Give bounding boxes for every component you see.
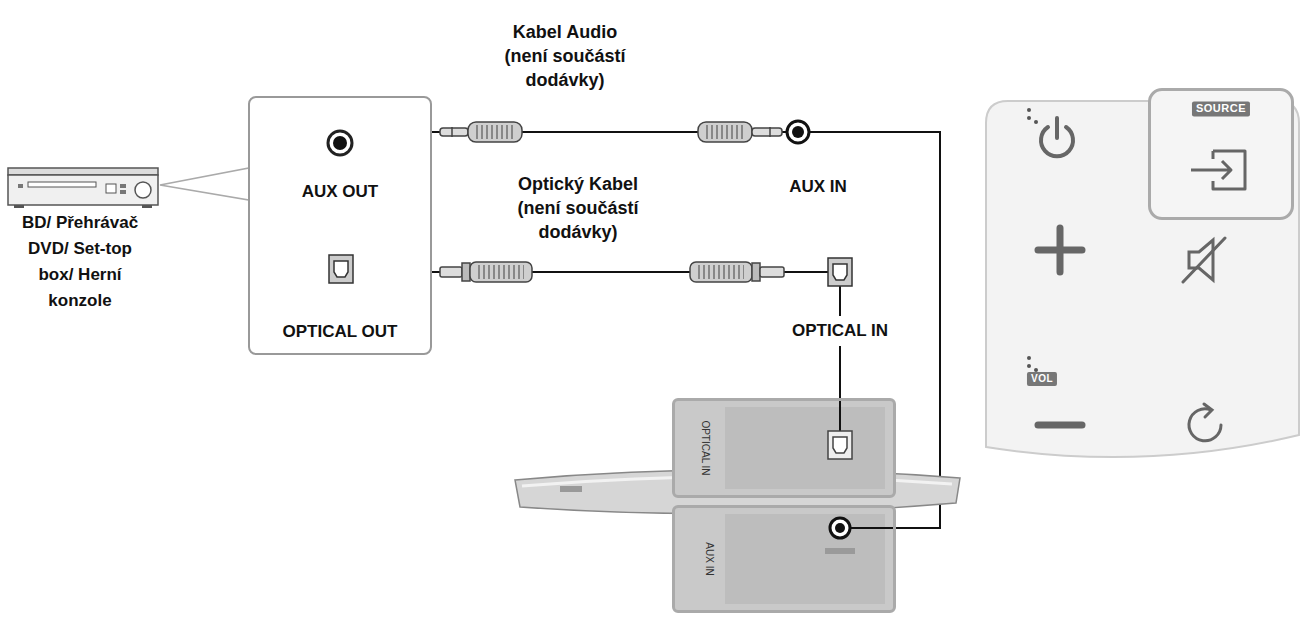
source-device [8, 175, 158, 205]
optical-cable-plug [440, 267, 462, 277]
indicator-dots [1027, 116, 1031, 120]
port-label: AUX IN [789, 174, 847, 200]
aux-out-jack [333, 136, 347, 150]
optical-in-callout: OPTICAL IN [672, 398, 896, 498]
aux-out-jack [328, 131, 352, 155]
source-device [120, 190, 126, 194]
indicator-dots [1027, 364, 1031, 368]
repeat-icon [1189, 409, 1221, 441]
device-label: BD/ Přehrávač DVD/ Set-top box/ Herní ko… [13, 210, 148, 314]
button-tag: VOL [1027, 372, 1057, 386]
port-label: OPTICAL IN [788, 316, 892, 346]
housing-panel [725, 407, 885, 489]
aux-socket [835, 523, 845, 533]
optical-cable-plug [690, 262, 784, 282]
optical-cable-plug [690, 262, 752, 282]
optical-in-port [828, 258, 852, 286]
source-icon [1191, 151, 1245, 189]
source-device [120, 184, 126, 188]
node-shape [250, 98, 428, 351]
optical-cable-plug [752, 263, 760, 281]
audio-cable-plug [440, 128, 468, 136]
repeat-icon [1204, 404, 1212, 417]
aux-out-jack [328, 131, 352, 155]
source-device [8, 168, 158, 175]
indicator-dots [1034, 120, 1038, 124]
source-device [14, 205, 24, 208]
source-icon [1212, 151, 1215, 159]
cable-connector [432, 272, 840, 398]
optical-out-port [334, 261, 348, 277]
optical-cable-plug [478, 265, 524, 279]
optical-cable-plug [440, 262, 532, 282]
control-panel: VOL SOURCE [985, 100, 1300, 462]
callout-wedge [160, 168, 249, 200]
cable-connector [432, 132, 940, 528]
cable-wire [850, 527, 893, 529]
source-device [28, 182, 96, 187]
port-marking: OPTICAL IN [699, 420, 711, 475]
optical-out-port [329, 255, 353, 283]
source-button-highlight: SOURCE [1148, 88, 1294, 220]
cable-label: Kabel Audio (není součástí dodávky) [495, 20, 635, 92]
audio-cable-plug [706, 125, 744, 139]
audio-cable-plug [769, 127, 771, 137]
mute-icon [1183, 238, 1225, 282]
cable-wire [839, 401, 841, 431]
aux-in-jack [787, 121, 809, 143]
source-device [106, 184, 116, 193]
button-tag: SOURCE [1192, 101, 1250, 116]
source-icon [1191, 161, 1231, 179]
audio-cable-plug [451, 127, 453, 137]
indicator-dots [1027, 356, 1031, 360]
cable-label: Optický Kabel (není součástí dodávky) [508, 172, 648, 244]
indicator-dots [1027, 108, 1031, 112]
optical-cable-plug [760, 267, 784, 277]
optical-cable-plug [698, 265, 744, 279]
audio-cable-plug [752, 128, 782, 136]
audio-cable-plug [476, 125, 514, 139]
audio-cable-plug [440, 122, 522, 142]
optical-in-port [828, 258, 852, 286]
plus-icon [1038, 228, 1082, 272]
optical-cable-plug [470, 262, 532, 282]
housing-slot [825, 548, 855, 554]
source-device [8, 168, 158, 208]
optical-socket [828, 431, 852, 459]
aux-in-jack [787, 121, 809, 143]
optical-cable-plug [462, 263, 470, 281]
aux-socket [830, 518, 850, 538]
soundbar [560, 486, 582, 492]
audio-cable-plug [698, 122, 782, 142]
minus-icon [1038, 422, 1082, 429]
source-device [18, 184, 23, 188]
source-device [142, 205, 152, 208]
port-label: AUX OUT [302, 182, 379, 202]
aux-in-callout: AUX IN [672, 505, 896, 613]
port-marking: AUX IN [703, 542, 715, 575]
optical-socket [833, 437, 847, 453]
optical-in-port [833, 264, 847, 280]
power-icon [1055, 118, 1059, 138]
audio-cable-plug [468, 122, 522, 142]
optical-out-port [329, 255, 353, 283]
source-device [135, 182, 151, 198]
audio-cable-plug [698, 122, 752, 142]
port-label: OPTICAL OUT [283, 322, 398, 342]
connector-panel: AUX OUT OPTICAL OUT [248, 96, 432, 355]
aux-in-jack [792, 126, 804, 138]
indicator-dots [1027, 108, 1038, 372]
